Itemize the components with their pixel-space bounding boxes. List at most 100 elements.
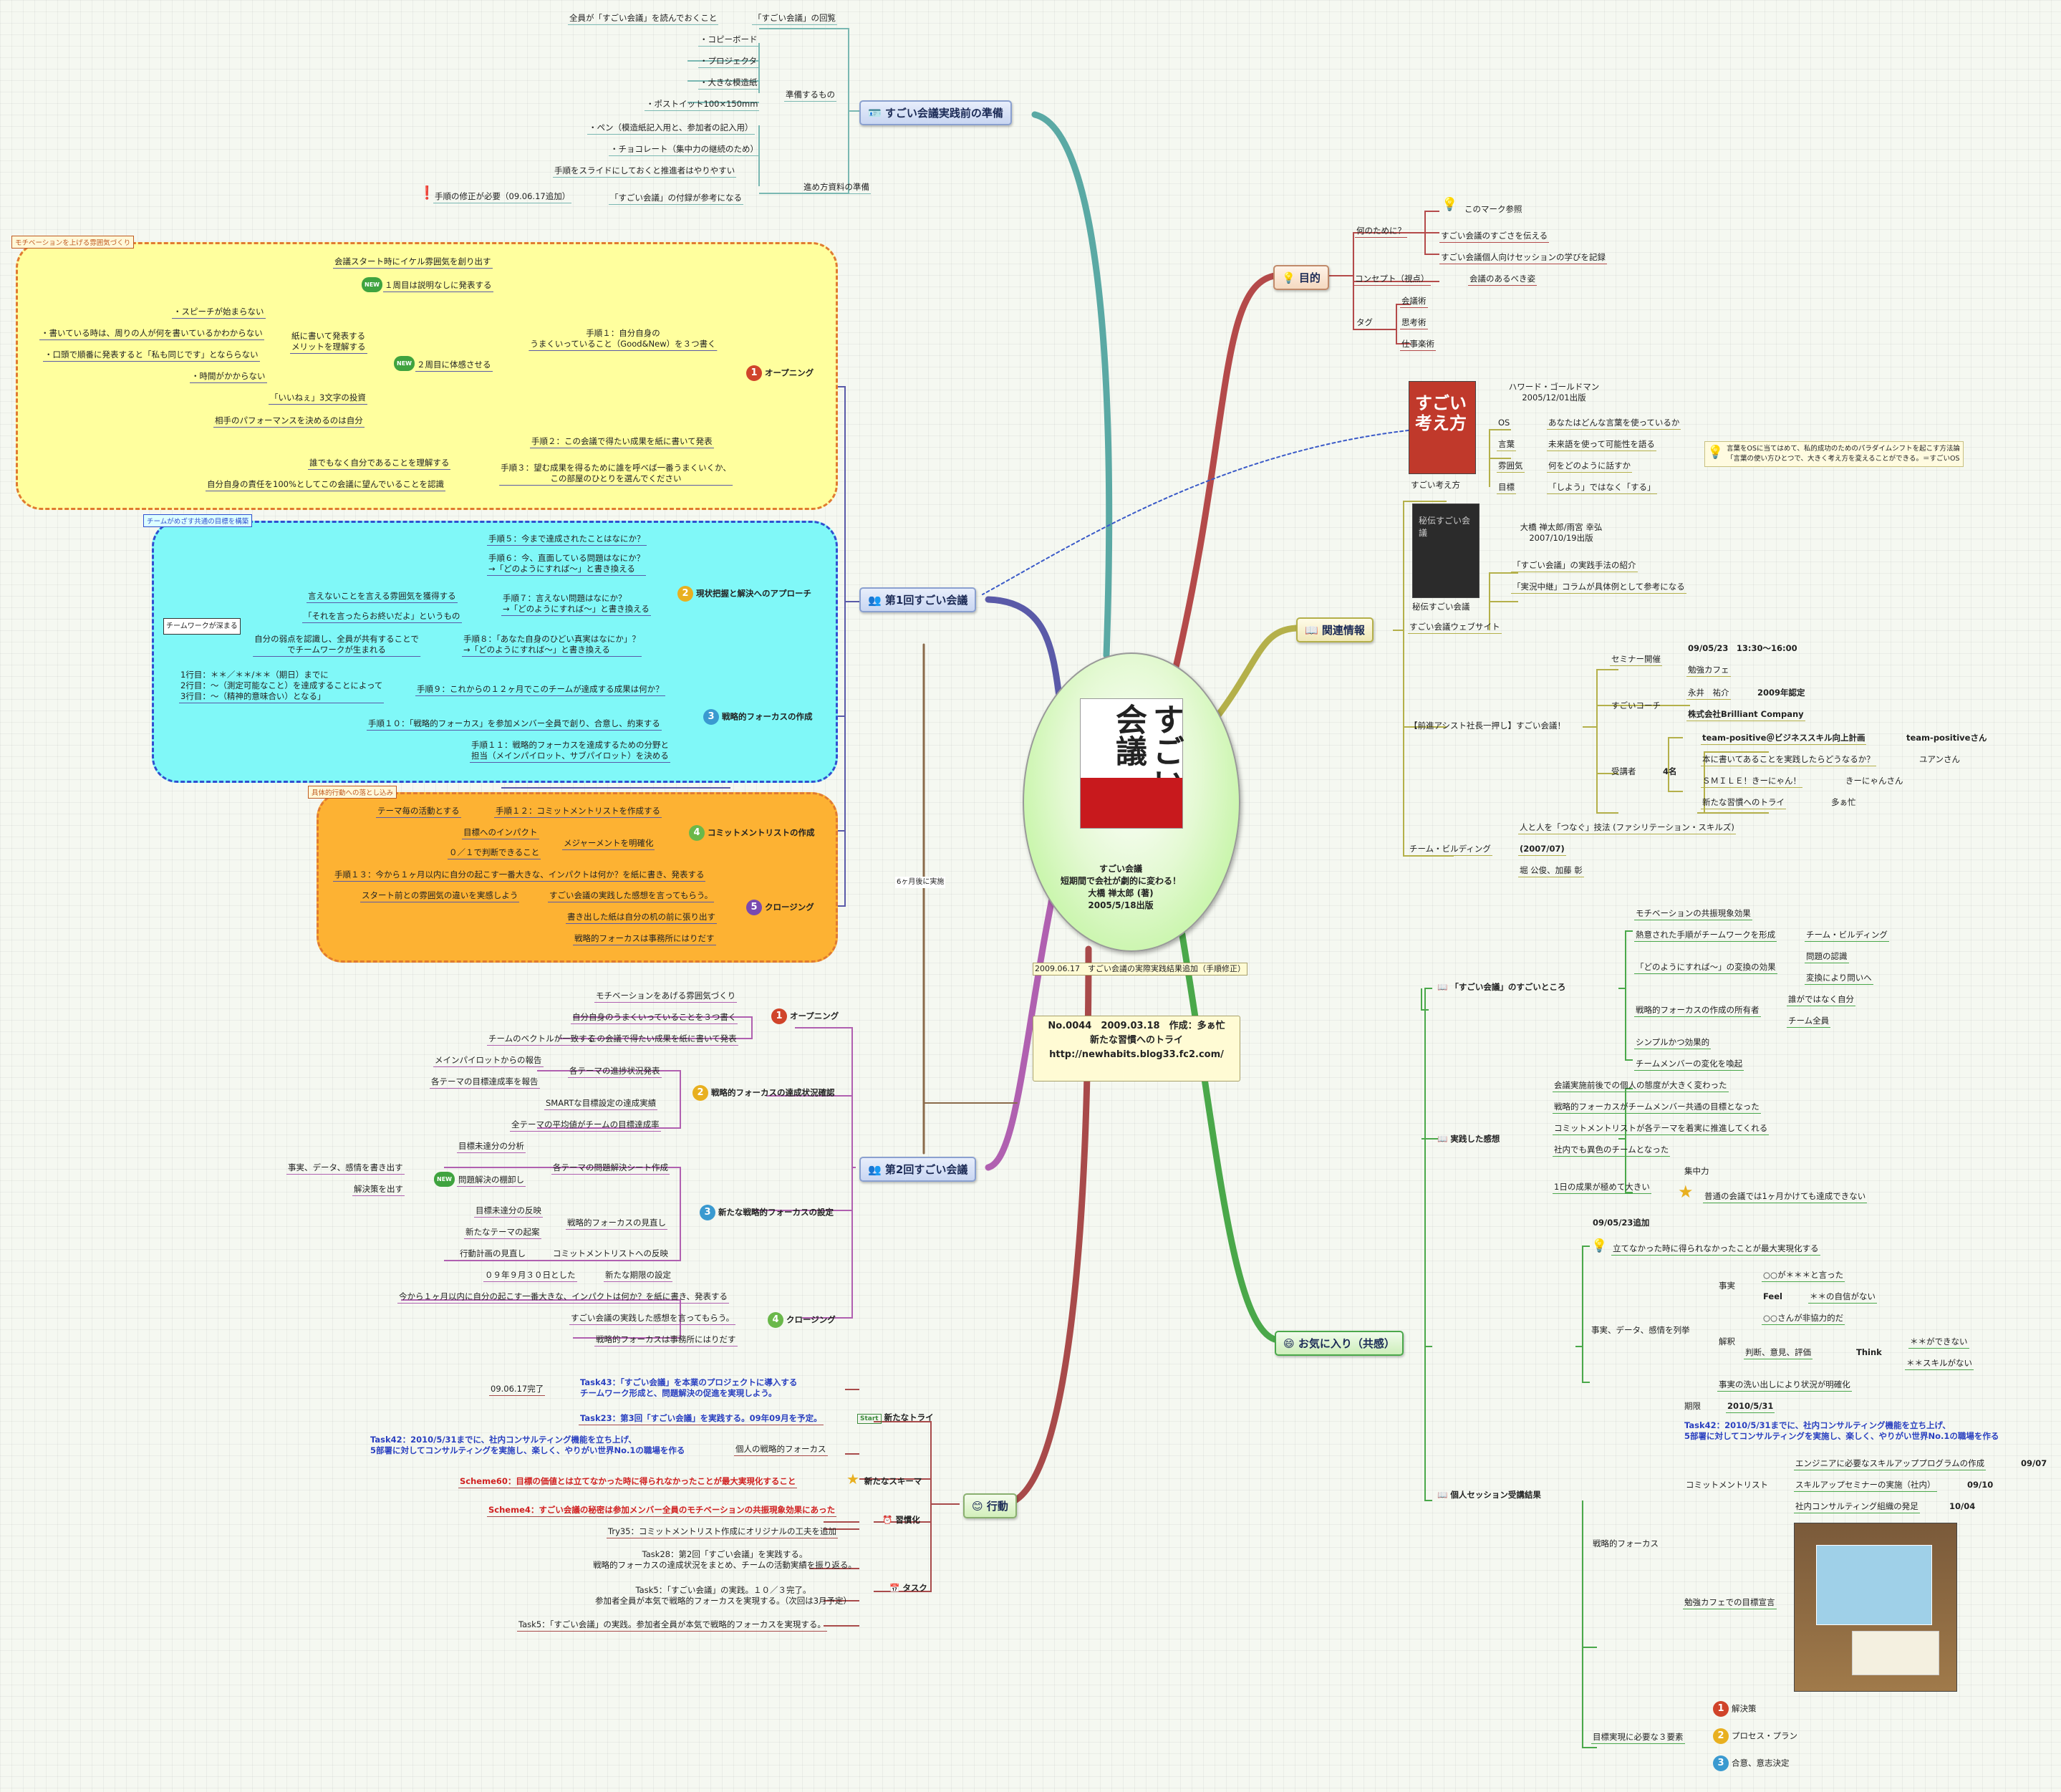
prep-item[interactable]: ・ポストイット100×150mm (645, 99, 760, 111)
fav-im-item[interactable]: 戦略的フォーカスがチームメンバー共通の目標となった (1553, 1102, 1761, 1114)
fav-ss-item[interactable]: 2010/5/31 (1726, 1401, 1775, 1413)
m1-cm-item[interactable]: テーマ毎の活動とする (376, 806, 461, 818)
m1-a-item[interactable]: 手順５：今まで達成されたことはなにか？ (487, 534, 647, 546)
book2-item[interactable]: 未来語を使って可能性を語る (1547, 439, 1656, 451)
fav-im-item[interactable]: 1日の成果が極めて大きい (1553, 1182, 1651, 1194)
prep-item[interactable]: ・プロジェクタ (698, 56, 759, 68)
fav-sg-item[interactable]: 変換により問いへ (1805, 973, 1873, 985)
m2-r-item[interactable]: 各テーマの問題解決シート作成 (551, 1162, 670, 1175)
related-website[interactable]: すごい会議ウェブサイト (1408, 622, 1502, 634)
seminar-item[interactable]: ＳＭＩＬＥ！きーにゃん！ (1701, 776, 1802, 788)
seminar-item[interactable]: 4名 (1663, 766, 1677, 776)
fav-ss-item[interactable]: ＊＊ができない (1908, 1336, 1969, 1349)
m1-cm-item[interactable]: メジャーメントを明確化 (562, 838, 655, 850)
topic-meeting-2[interactable]: 👥 第2回すごい会議 (859, 1157, 977, 1182)
book3-item[interactable]: 大橋 禅太郎/雨宮 幸弘 2007/10/19出版 (1520, 522, 1603, 543)
m2-s-item[interactable]: メインパイロットからの報告 (433, 1055, 544, 1067)
m2-c-item[interactable]: 戦略的フォーカスは事務所にはりだす (594, 1334, 738, 1347)
teambuilding-item[interactable]: 人と人を「つなぐ」技法 (ファシリテーション・スキルズ) (1518, 822, 1736, 834)
fav-sg-item[interactable]: モチベーションの共振現象効果 (1634, 908, 1752, 920)
m1-f-item[interactable]: 1行目：＊＊／＊＊/＊＊（期日）までに 2行目：〜（測定可能なこと）を達成するこ… (179, 670, 385, 703)
seminar-item[interactable]: team-positive＠ビジネススキル向上計画 (1701, 733, 1867, 745)
m1-a-item[interactable]: 「それを言ったらお終いだよ」というもの (302, 611, 462, 623)
m2-c-item[interactable]: すごい会議の実践した感想を言ってもらう。 (569, 1313, 736, 1325)
prep-item[interactable]: 「すごい会議」の付録が参考になる (609, 193, 743, 205)
fav-sugoi[interactable]: 📖 「すごい会議」のすごいところ (1436, 982, 1567, 993)
fav-im-item[interactable]: 会議実施前後での個人の態度が大きく変わった (1553, 1080, 1729, 1092)
prep-item[interactable]: 準備するもの (784, 90, 836, 102)
fav-ss-item[interactable]: 事実 (1719, 1281, 1735, 1291)
fav-sg-item[interactable]: 熱意された手順がチームワークを形成 (1634, 930, 1777, 942)
purpose-why[interactable]: 何のために？ (1355, 226, 1407, 238)
seminar-item[interactable]: 新たな習慣へのトライ (1701, 797, 1786, 809)
m2-r-item[interactable]: 事実、データ、感情を書き出す (286, 1162, 405, 1175)
topic-meeting-1[interactable]: 👥 第1回すごい会議 (859, 587, 977, 612)
action-tk-item[interactable]: Task5：「すごい会議」の実践。参加者全員が本気で戦略的フォーカスを実現する。 (517, 1619, 827, 1632)
fav-ss-item[interactable]: 10/04 (1949, 1501, 1976, 1511)
action-nt-item[interactable]: Task23：第3回「すごい会議」を実践する。09年09月を予定。 (579, 1413, 824, 1425)
action-h-item[interactable]: Try35：コミットメントリスト作成にオリジナルの工夫を追加 (607, 1526, 838, 1538)
action-nt-item[interactable]: Task43：「すごい会議」を本業のプロジェクトに導入する チームワーク形成と、… (580, 1377, 798, 1398)
m2-r-item[interactable]: コミットメントリストへの反映 (551, 1248, 670, 1261)
fav-sg-item[interactable]: チーム全員 (1787, 1016, 1831, 1028)
info-line-3[interactable]: http://newhabits.blog33.fc2.com/ (1049, 1049, 1224, 1060)
m1-a-item[interactable]: 手順６：今、直面している問題はなにか？ →「どのようにすれば〜」と書き換える (487, 553, 647, 576)
purpose-why-item[interactable]: すごい会議のすごさを伝える (1439, 231, 1550, 243)
fav-sg-item[interactable]: シンプルかつ効果的 (1634, 1037, 1712, 1049)
fav-im-item[interactable]: 集中力 (1684, 1166, 1709, 1176)
fav-ss-item[interactable]: 目標実現に必要な３要素 (1591, 1732, 1685, 1744)
m1-o-item[interactable]: 手順３：望む成果を得るために誰を呼べば一番うまくいくか、 この部屋のひとりを選ん… (499, 463, 733, 486)
purpose-tag-item[interactable]: 仕事楽術 (1400, 339, 1436, 351)
fav-ss-item[interactable]: ＊＊スキルがない (1905, 1358, 1974, 1370)
m2-s-item[interactable]: 各テーマの目標達成率を報告 (430, 1076, 540, 1089)
prep-item[interactable]: ・コピーボード (698, 34, 759, 47)
fav-ss-item[interactable]: エンジニアに必要なスキルアッププログラムの作成 (1794, 1458, 1987, 1470)
action-tk-item[interactable]: Task5：「すごい会議」の実践。１０／３完了。 参加者全員が本気で戦略的フォー… (594, 1585, 852, 1606)
action-habit[interactable]: ⏰ 習慣化 (881, 1515, 922, 1526)
fav-sg-item[interactable]: 問題の認識 (1805, 951, 1849, 963)
m1-f-item[interactable]: 手順９：これからの１２ヶ月でこのチームが達成する成果は何か？ (415, 684, 665, 696)
topic-action[interactable]: 😊 行動 (963, 1493, 1017, 1518)
action-nt-item[interactable]: 個人の戦略的フォーカス (734, 1444, 828, 1456)
purpose-tag-item[interactable]: 会議術 (1400, 296, 1428, 308)
prep-item[interactable]: ・チョコレート（集中力の継続のため） (609, 144, 760, 156)
m1-f-item[interactable]: 手順１１：戦略的フォーカスを達成するための分野と 担当（メインパイロット、サブパ… (470, 740, 670, 763)
seminar-item[interactable]: 株式会社Brilliant Company (1686, 709, 1805, 721)
prep-item[interactable]: 手順をスライドにしておくと推進者はやりやすい (553, 165, 737, 178)
fav-ss-item[interactable]: 戦略的フォーカス (1593, 1538, 1659, 1548)
seminar-item[interactable]: すごいコーチ (1611, 700, 1661, 710)
m2-r-item[interactable]: 問題解決の棚卸し (457, 1175, 526, 1187)
m1-f-item[interactable]: 手順１０：「戦略的フォーカス」を参加メンバー全員で創り、合意し、約束する (367, 718, 662, 731)
fav-ss-item[interactable]: Think (1856, 1347, 1882, 1357)
fav-im-item[interactable]: 社内でも異色のチームとなった (1553, 1145, 1671, 1157)
fav-sg-item[interactable]: チーム・ビルディング (1805, 930, 1889, 942)
m1-o-item[interactable]: ２周目に体感させる (415, 360, 493, 372)
seminar-item[interactable]: team-positiveさん (1906, 733, 1987, 743)
fav-ss-item[interactable]: 立てなかった時に得られなかったことが最大実現化する (1611, 1243, 1820, 1256)
m1-a-item[interactable]: 言えないことを言える雰囲気を獲得する (307, 591, 458, 603)
fav-ss-item[interactable]: 09/10 (1967, 1480, 1994, 1490)
seminar-item[interactable]: 勉強カフェ (1686, 665, 1731, 677)
fav-ss-item[interactable]: 事実の洗い出しにより状況が明確化 (1717, 1379, 1852, 1392)
m1-o-item[interactable]: ・スピーチが始まらない (172, 307, 266, 319)
m1-cm-item[interactable]: ０／１で判断できること (448, 847, 541, 859)
action-tk-item[interactable]: Task28：第2回「すごい会議」を実践する。 戦略的フォーカスの達成状況をまと… (593, 1549, 856, 1570)
fav-ss-item[interactable]: Feel (1763, 1291, 1782, 1301)
fav-ss-item[interactable]: ○○が＊＊＊と言った (1762, 1270, 1845, 1282)
action-nt-item[interactable]: Task42：2010/5/31までに、社内コンサルティング機能を立ち上げ、 5… (370, 1435, 685, 1455)
action-task[interactable]: 📅 タスク (888, 1583, 929, 1594)
book3-item[interactable]: 「実況中継」コラムが具体例として参考になる (1511, 582, 1686, 594)
fav-sg-item[interactable]: 戦略的フォーカスの作成の所有者 (1634, 1005, 1761, 1017)
m2-r-item[interactable]: 目標未達分の反映 (474, 1205, 543, 1218)
m1-o-item[interactable]: 誰でもなく自分であることを理解する (308, 458, 451, 470)
m2-o-item[interactable]: モチベーションをあげる雰囲気づくり (594, 991, 738, 1003)
m2-o-item[interactable]: チームのベクトルが一致する (487, 1034, 597, 1046)
seminar-item[interactable]: 永井 祐介 (1686, 688, 1731, 700)
m1-cl-item[interactable]: すごい会議の実践した感想を言ってもらう。 (548, 890, 715, 902)
